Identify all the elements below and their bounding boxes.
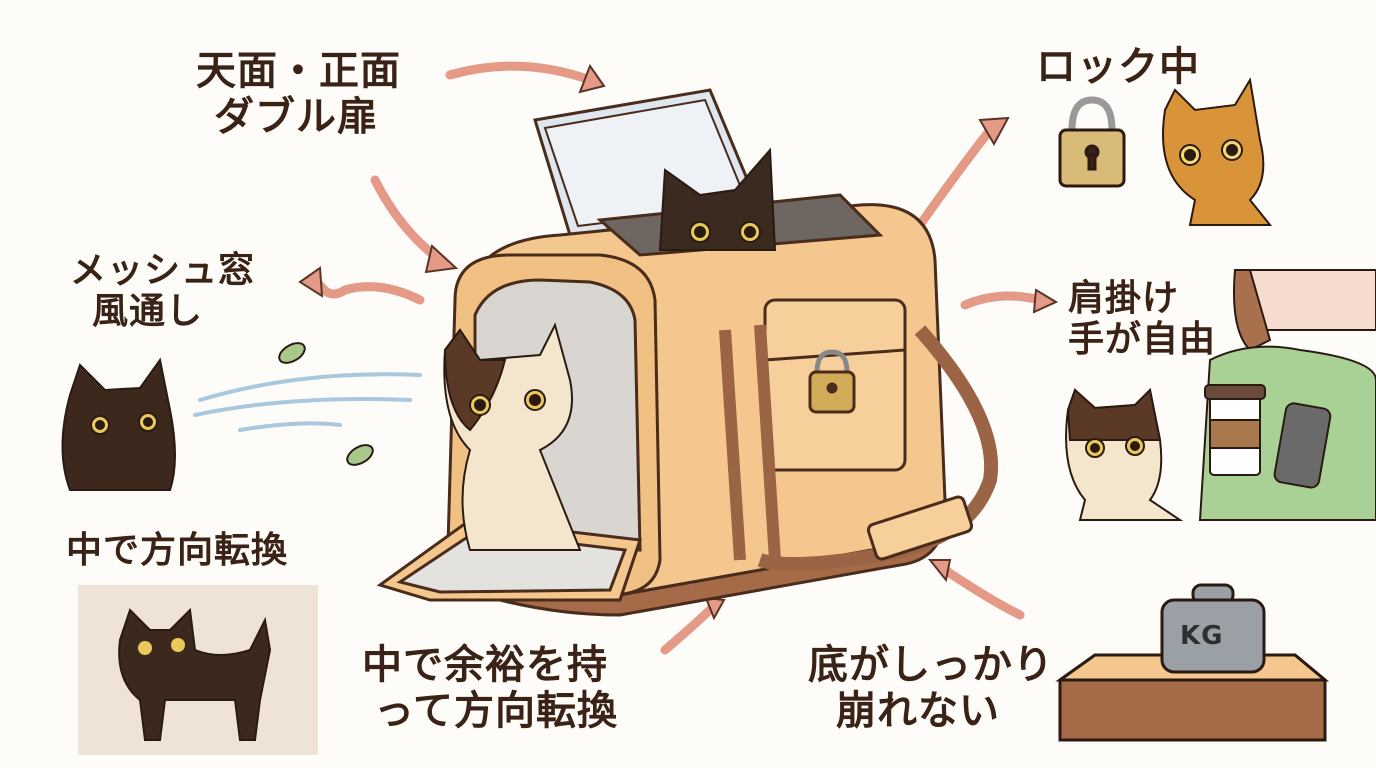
calico-cat-in-door — [443, 322, 582, 551]
tortoiseshell-cat-breeze — [61, 357, 176, 491]
label-locked: ロック中 — [1036, 44, 1200, 90]
label-line: 手が自由 — [1068, 319, 1217, 361]
label-shoulder-carry: 肩掛け 手が自由 — [1068, 278, 1216, 361]
black-cat-peeking — [658, 147, 777, 251]
arrow-head-icon — [424, 244, 459, 274]
label-line: 中で余裕を持 — [362, 642, 608, 688]
label-double-door: 天面・正面 ダブル扉 — [196, 48, 401, 140]
label-sturdy-bottom: 底がしっかり 崩れない — [808, 642, 1054, 734]
label-line: って方向転換 — [374, 688, 618, 734]
padlock-icon — [1058, 96, 1126, 188]
label-line: 肩掛け — [1068, 278, 1180, 319]
label-line: 底がしっかり — [808, 642, 1054, 688]
label-line: 天面・正面 — [196, 48, 401, 94]
weight-icon — [1160, 598, 1266, 674]
woman-shoulder-carry — [1198, 269, 1376, 521]
label-mesh-window: メッシュ窓 風通し — [70, 250, 255, 333]
arrow-icon — [315, 280, 425, 305]
label-line: メッシュ窓 — [70, 250, 256, 291]
weight-kg-label: KG — [1180, 621, 1224, 651]
cat-carrier-bag — [376, 88, 999, 617]
arrow-head-icon — [927, 559, 952, 583]
arrow-icon — [445, 61, 595, 85]
arrow-head-icon — [978, 116, 1010, 147]
turning-cat-scene — [78, 585, 318, 755]
label-line: 風通し — [92, 291, 204, 333]
label-line: ダブル扉 — [214, 94, 378, 140]
label-turn-room: 中で余裕を持 って方向転換 — [362, 642, 618, 734]
arrow-icon — [660, 600, 720, 655]
arrow-head-icon — [1032, 288, 1059, 314]
arrow-icon — [960, 291, 1045, 310]
sturdy-bottom-scene — [1055, 583, 1330, 742]
arrow-head-icon — [578, 63, 606, 94]
arrow-icon — [940, 565, 1025, 620]
bicolor-cat — [1065, 387, 1184, 521]
breeze-lines — [193, 372, 422, 432]
label-line: 中で方向転換 — [66, 530, 289, 571]
arrow-icon — [370, 175, 445, 265]
leaf-icon — [278, 342, 374, 466]
tabby-cat — [1162, 77, 1273, 226]
arrow-head-icon — [298, 266, 324, 298]
label-turn-inside: 中で方向転換 — [66, 530, 288, 571]
label-line: 崩れない — [836, 688, 1000, 734]
label-line: ロック中 — [1036, 44, 1200, 90]
